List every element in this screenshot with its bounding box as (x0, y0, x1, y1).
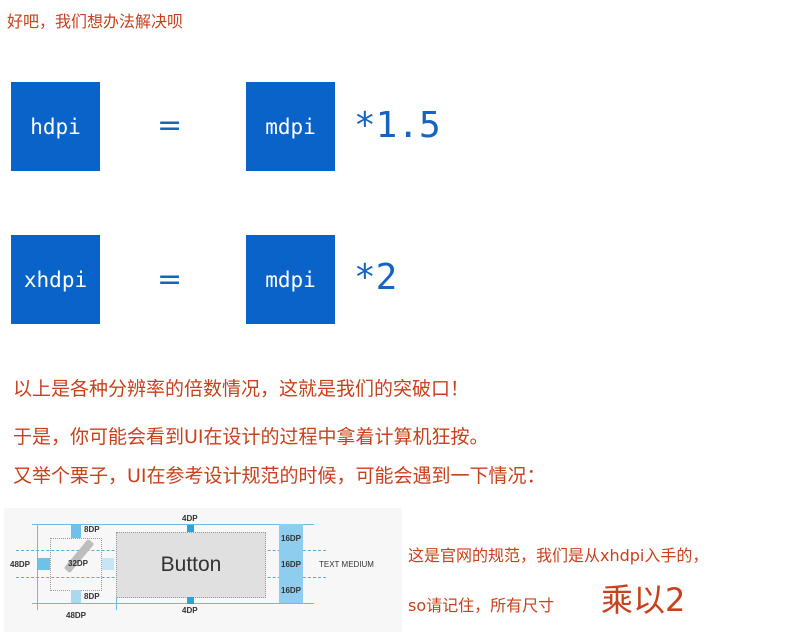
mid-vline (116, 596, 117, 610)
hdpi-box: hdpi (11, 82, 100, 171)
left-vline (37, 524, 38, 610)
factor-text: *2 (354, 257, 398, 298)
icon-right-pad (102, 558, 114, 570)
mdpi-box: mdpi (246, 82, 335, 171)
note-line1: 这是官网的规范，我们是从xhdpi入手的， (408, 546, 709, 565)
xhdpi-box: xhdpi (11, 235, 100, 324)
note-line2: so请记住，所有尺寸 (408, 596, 555, 615)
icon-bottom-pad (71, 590, 81, 603)
factor-text: *1.5 (354, 105, 441, 146)
bottom-pad-marker (187, 597, 194, 604)
dp-label: 32DP (68, 559, 89, 568)
dp-label: 8DP (84, 525, 100, 534)
dp-label: 4DP (182, 606, 198, 615)
dp-label: 8DP (84, 592, 100, 601)
text-medium-label: TEXT MEDIUM (319, 560, 374, 569)
paragraph-line: 于是，你可能会看到UI在设计的过程中拿着计算机狂按。 (13, 426, 489, 448)
dp-label: 16DP (281, 534, 302, 543)
mdpi-box: mdpi (246, 235, 335, 324)
icon-top-pad (71, 525, 81, 538)
button-spec-diagram: 8DP 32DP 8DP 48DP 48DP Button 4DP 4DP 16… (4, 508, 402, 632)
dp-label: 48DP (66, 611, 87, 620)
dp-label: 48DP (10, 560, 31, 569)
right-pad-column (279, 524, 303, 603)
dp-label: 16DP (281, 560, 302, 569)
icon-left-pad (38, 558, 50, 570)
top-line (32, 524, 314, 525)
top-pad-marker (187, 525, 194, 532)
paragraph-line: 又举个栗子，UI在参考设计规范的时候，可能会遇到一下情况： (13, 465, 546, 487)
bottom-line (32, 603, 314, 604)
note-emphasis: 乘以2 (601, 581, 686, 619)
paragraph-line: 以上是各种分辨率的倍数情况，这就是我们的突破口！ (13, 378, 470, 400)
sample-button: Button (116, 532, 266, 598)
intro-text: 好吧，我们想办法解决呗 (7, 12, 184, 31)
equals-sign: = (157, 262, 183, 297)
equals-sign: = (157, 108, 183, 143)
dp-label: 4DP (182, 514, 198, 523)
dp-label: 16DP (281, 586, 302, 595)
